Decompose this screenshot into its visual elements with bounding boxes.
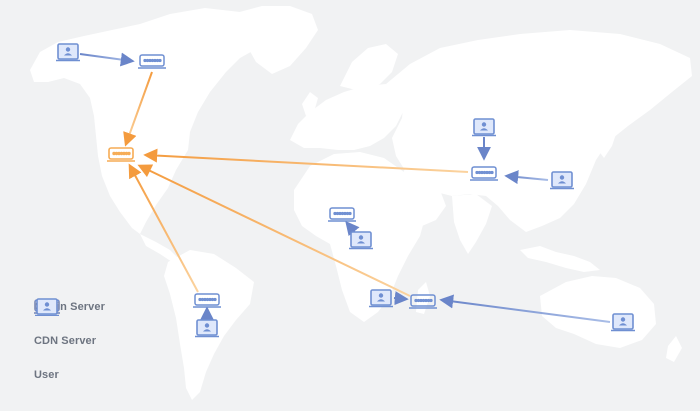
legend-item-cdn: CDN Server bbox=[34, 299, 105, 350]
cdn-links bbox=[79, 52, 611, 323]
scandinavia-landmass bbox=[340, 44, 398, 92]
europe-landmass bbox=[290, 84, 404, 150]
legend-user-label: User bbox=[34, 369, 59, 381]
legend-item-user: User bbox=[34, 298, 105, 384]
australia-landmass bbox=[540, 276, 656, 348]
link-cdn-south-america-to-origin bbox=[128, 163, 199, 293]
link-cdn-madagascar-to-origin bbox=[137, 164, 411, 297]
north-america-landmass bbox=[30, 8, 262, 234]
legend-cdn-label: CDN Server bbox=[34, 335, 97, 347]
user-africa bbox=[348, 231, 374, 250]
central-america-landmass bbox=[140, 234, 178, 262]
link-cdn-asia-to-origin bbox=[143, 148, 469, 173]
india-landmass bbox=[452, 194, 492, 254]
indonesia-landmass bbox=[520, 246, 600, 272]
asia-landmass bbox=[386, 30, 692, 232]
link-user-australia-to-cdn bbox=[439, 294, 611, 323]
link-cdn-alaska-to-origin bbox=[123, 71, 153, 147]
user-alaska bbox=[55, 43, 81, 62]
user-asia-east bbox=[549, 171, 575, 190]
user-madagascar bbox=[368, 289, 394, 308]
origin-server-node bbox=[106, 147, 136, 162]
uk-landmass bbox=[302, 92, 318, 116]
madagascar-landmass bbox=[416, 282, 430, 314]
user-asia-north bbox=[471, 118, 497, 137]
greenland-landmass bbox=[232, 6, 318, 74]
continents bbox=[30, 6, 692, 400]
japan-landmass bbox=[598, 120, 618, 158]
user-australia bbox=[610, 313, 636, 332]
user-south-america bbox=[194, 319, 220, 338]
link-user-alaska-to-cdn bbox=[79, 52, 135, 67]
link-user-asia-east-to-cdn bbox=[504, 170, 549, 185]
origin-links bbox=[123, 71, 469, 297]
new-zealand-landmass bbox=[666, 336, 682, 362]
link-user-madagascar-to-cdn bbox=[393, 291, 409, 306]
legend: Origin Server CDN Server User bbox=[34, 298, 105, 384]
user-icon bbox=[34, 298, 60, 316]
